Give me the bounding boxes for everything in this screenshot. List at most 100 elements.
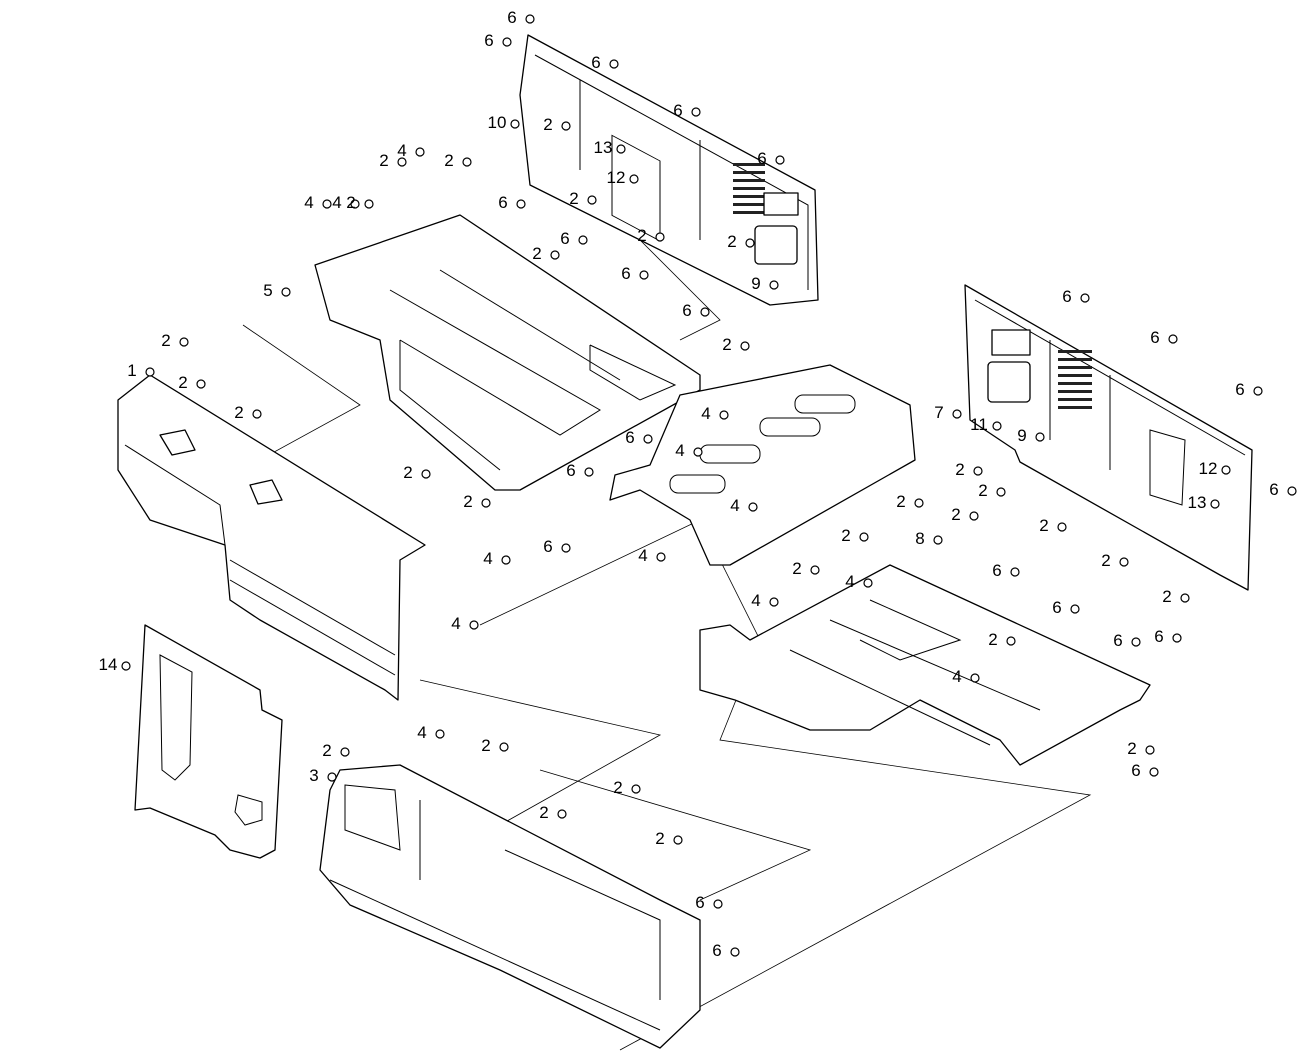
callout-number: 6 [1150, 328, 1159, 347]
fastener-icon [1253, 386, 1263, 396]
callout-number: 4 [417, 723, 426, 742]
fastener-icon [525, 14, 535, 24]
fastener-icon [481, 498, 491, 508]
fastener-icon [179, 337, 189, 347]
fastener-icon [1210, 499, 1220, 509]
callout-number: 2 [792, 559, 801, 578]
callout-number: 4 [397, 141, 406, 160]
part-10-rear-panel [519, 34, 819, 306]
fastener-icon [992, 421, 1002, 431]
callout-number: 6 [712, 941, 721, 960]
callout-number: 6 [591, 53, 600, 72]
fastener-icon [914, 498, 924, 508]
fastener-icon [1131, 637, 1141, 647]
callout-number: 4 [451, 614, 460, 633]
callout-number: 2 [896, 492, 905, 511]
callout-number: 6 [560, 229, 569, 248]
fastener-icon [1221, 465, 1231, 475]
callout-number: 10 [488, 113, 507, 132]
callout-number: 6 [484, 31, 493, 50]
callout-number: 6 [1269, 480, 1278, 499]
callout-number: 4 [751, 591, 760, 610]
callout-number: 12 [1199, 459, 1218, 478]
callout-number: 2 [1162, 587, 1171, 606]
fastener-icon [587, 195, 597, 205]
fastener-icon [1145, 745, 1155, 755]
part-14-gasket [134, 624, 283, 859]
fastener-icon [322, 199, 332, 209]
fastener-icon [973, 466, 983, 476]
fastener-icon [859, 532, 869, 542]
fastener-icon [616, 144, 626, 154]
fastener-icon [252, 409, 262, 419]
fastener-icon [693, 447, 703, 457]
fastener-icon [996, 487, 1006, 497]
callout-number: 2 [322, 741, 331, 760]
callout-number: 2 [444, 151, 453, 170]
fastener-icon [643, 434, 653, 444]
fastener-icon [502, 37, 512, 47]
fastener-icon [469, 620, 479, 630]
fastener-icon [1172, 633, 1182, 643]
callout-number: 6 [621, 264, 630, 283]
fastener-icon [397, 157, 407, 167]
fastener-icon [350, 199, 360, 209]
callout-number: 6 [1052, 598, 1061, 617]
fastener-icon [713, 899, 723, 909]
callout-number: 2 [1127, 739, 1136, 758]
fastener-icon [1035, 432, 1045, 442]
callout-number: 6 [682, 301, 691, 320]
callout-number: 2 [951, 505, 960, 524]
fastener-icon [745, 238, 755, 248]
fastener-icon [673, 835, 683, 845]
fastener-icon [421, 469, 431, 479]
callout-number: 2 [727, 232, 736, 251]
fastener-icon [609, 59, 619, 69]
fastener-icon [516, 199, 526, 209]
callout-number: 2 [569, 189, 578, 208]
fastener-icon [1119, 557, 1129, 567]
callout-number: 2 [841, 526, 850, 545]
callout-number: 4 [638, 546, 647, 565]
callout-number: 2 [178, 373, 187, 392]
callout-number: 9 [751, 274, 760, 293]
callout-number: 4 [304, 193, 313, 212]
callout-number: 6 [507, 8, 516, 27]
fastener-icon [810, 565, 820, 575]
fastener-icon [740, 341, 750, 351]
fastener-icon [340, 747, 350, 757]
fastener-icon [769, 280, 779, 290]
fastener-icon [196, 379, 206, 389]
part-11-right-panel [964, 284, 1253, 591]
callout-number: 2 [655, 829, 664, 848]
callout-number: 4 [675, 441, 684, 460]
callout-number: 2 [988, 630, 997, 649]
callout-number: 8 [915, 529, 924, 548]
fastener-icon [501, 555, 511, 565]
callout-number: 4 [701, 404, 710, 423]
callout-number: 2 [1101, 551, 1110, 570]
callout-number: 6 [543, 537, 552, 556]
callout-number: 6 [757, 149, 766, 168]
fastener-icon [561, 543, 571, 553]
callout-number: 6 [695, 893, 704, 912]
callout-number: 5 [263, 281, 272, 300]
callout-number: 2 [481, 736, 490, 755]
fastener-icon [1168, 334, 1178, 344]
fastener-icon [691, 107, 701, 117]
callout-number: 13 [1188, 493, 1207, 512]
fastener-icon [631, 784, 641, 794]
callout-number: 2 [543, 115, 552, 134]
fastener-icon [863, 578, 873, 588]
part-8-right-floor [699, 564, 1151, 766]
fastener-icon [748, 502, 758, 512]
part-1-left-side-panel [117, 374, 426, 701]
callout-number: 14 [99, 655, 118, 674]
callout-number: 6 [566, 461, 575, 480]
fastener-icon [1070, 604, 1080, 614]
callout-number: 2 [532, 244, 541, 263]
callout-number: 12 [607, 168, 626, 187]
fastener-icon [933, 535, 943, 545]
